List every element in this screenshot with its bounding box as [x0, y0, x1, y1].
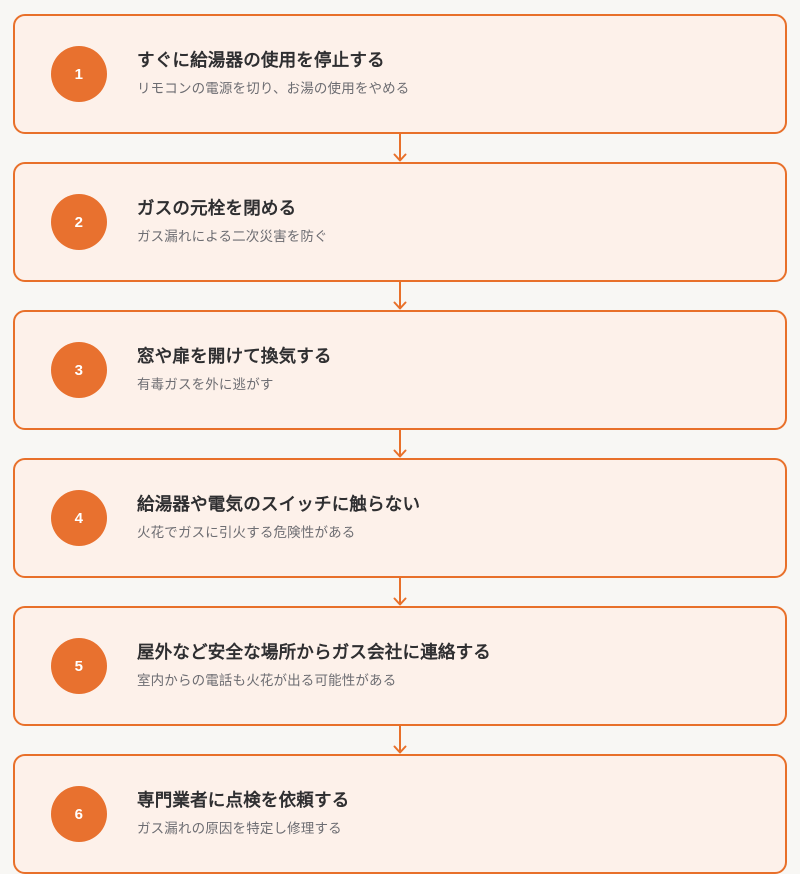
flow-step-6[interactable]: 6 専門業者に点検を依頼する ガス漏れの原因を特定し修理する — [13, 754, 787, 874]
arrow-down-icon — [393, 282, 407, 310]
connector-4-to-5 — [13, 578, 787, 606]
arrow-down-icon — [393, 578, 407, 606]
step-text-group: 屋外など安全な場所からガス会社に連絡する 室内からの電話も火花が出る可能性がある — [137, 641, 515, 691]
step-description: 火花でガスに引火する危険性がある — [137, 524, 356, 540]
step-title: すぐに給湯器の使用を停止する — [137, 50, 385, 71]
step-description: 室内からの電話も火花が出る可能性がある — [137, 672, 397, 688]
step-text-group: 窓や扉を開けて換気する 有毒ガスを外に逃がす — [137, 345, 356, 395]
connector-1-to-2 — [13, 134, 787, 162]
flow-step-3[interactable]: 3 窓や扉を開けて換気する 有毒ガスを外に逃がす — [13, 310, 787, 430]
step-number-badge: 6 — [51, 786, 107, 842]
step-text-group: すぐに給湯器の使用を停止する リモコンの電源を切り、お湯の使用をやめる — [137, 49, 433, 99]
step-number-label: 5 — [74, 657, 84, 675]
step-number-label: 6 — [74, 805, 84, 823]
step-number-label: 2 — [74, 213, 84, 231]
step-description: リモコンの電源を切り、お湯の使用をやめる — [137, 80, 410, 96]
step-text-group: 給湯器や電気のスイッチに触らない 火花でガスに引火する危険性がある — [137, 493, 444, 543]
step-number-label: 4 — [74, 509, 84, 527]
flow-step-5[interactable]: 5 屋外など安全な場所からガス会社に連絡する 室内からの電話も火花が出る可能性が… — [13, 606, 787, 726]
connector-3-to-4 — [13, 430, 787, 458]
step-title: 屋外など安全な場所からガス会社に連絡する — [137, 642, 491, 663]
step-number-badge: 1 — [51, 46, 107, 102]
step-number-badge: 4 — [51, 490, 107, 546]
step-number-label: 3 — [74, 361, 84, 379]
arrow-down-icon — [393, 726, 407, 754]
connector-2-to-3 — [13, 282, 787, 310]
flow-step-1[interactable]: 1 すぐに給湯器の使用を停止する リモコンの電源を切り、お湯の使用をやめる — [13, 14, 787, 134]
step-number-badge: 5 — [51, 638, 107, 694]
flow-step-2[interactable]: 2 ガスの元栓を閉める ガス漏れによる二次災害を防ぐ — [13, 162, 787, 282]
flow-step-4[interactable]: 4 給湯器や電気のスイッチに触らない 火花でガスに引火する危険性がある — [13, 458, 787, 578]
step-description: ガス漏れの原因を特定し修理する — [137, 820, 342, 836]
step-number-badge: 3 — [51, 342, 107, 398]
step-title: ガスの元栓を閉める — [137, 198, 297, 219]
step-description: ガス漏れによる二次災害を防ぐ — [137, 228, 328, 244]
arrow-down-icon — [393, 430, 407, 458]
step-text-group: 専門業者に点検を依頼する ガス漏れの原因を特定し修理する — [137, 789, 373, 839]
step-description: 有毒ガスを外に逃がす — [137, 376, 274, 392]
step-number-label: 1 — [74, 65, 84, 83]
step-text-group: ガスの元栓を閉める ガス漏れによる二次災害を防ぐ — [137, 197, 352, 247]
step-title: 給湯器や電気のスイッチに触らない — [137, 494, 421, 515]
arrow-down-icon — [393, 134, 407, 162]
step-title: 専門業者に点検を依頼する — [137, 790, 350, 811]
connector-5-to-6 — [13, 726, 787, 754]
step-title: 窓や扉を開けて換気する — [137, 346, 332, 367]
step-number-badge: 2 — [51, 194, 107, 250]
